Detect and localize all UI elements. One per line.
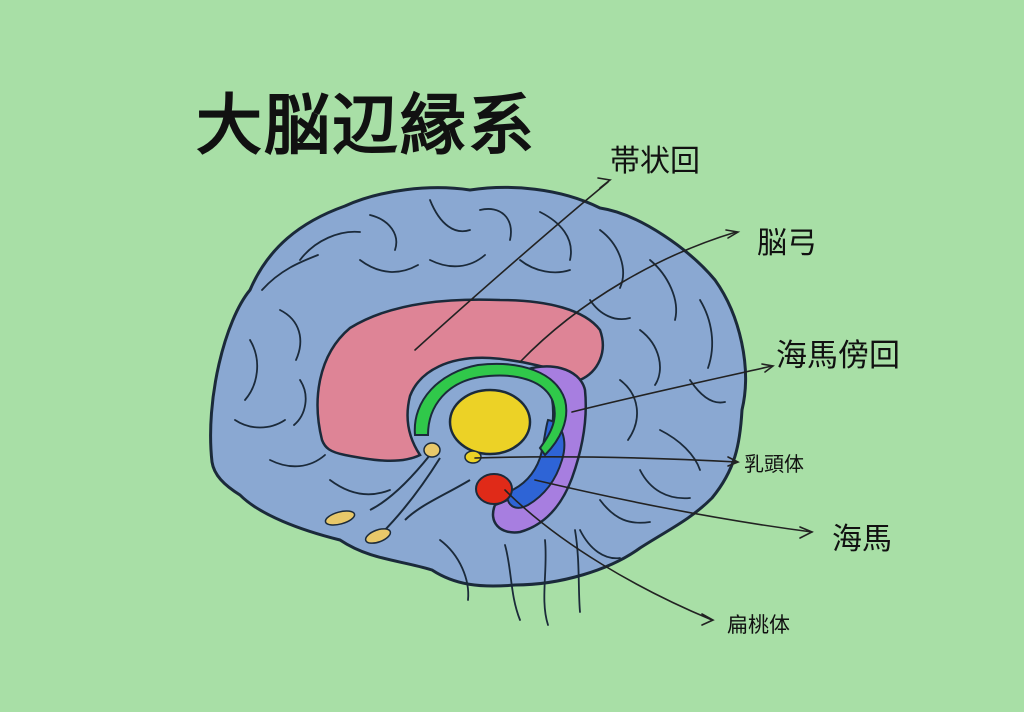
label-amygdala: 扁桃体 — [727, 613, 790, 637]
label-mammillary-body: 乳頭体 — [744, 452, 804, 476]
fornix — [413, 362, 568, 457]
mammillary-body — [464, 450, 482, 464]
label-parahippocampal-gyrus: 海馬傍回 — [776, 338, 900, 374]
brain-hemisphere — [209, 185, 748, 588]
thalamus — [448, 388, 532, 456]
diagram-title: 大脳辺縁系 — [196, 87, 536, 164]
olfactory-bulb — [364, 528, 392, 544]
olfactory-bulb — [324, 510, 356, 526]
leader-lines — [414, 177, 814, 626]
label-fornix: 脳弓 — [757, 226, 817, 261]
sulci-lines — [234, 199, 726, 626]
label-hippocampus: 海馬 — [832, 522, 892, 557]
optic-nerve — [423, 442, 441, 458]
amygdala — [475, 473, 513, 505]
label-cingulate-gyrus: 帯状回 — [610, 144, 700, 179]
